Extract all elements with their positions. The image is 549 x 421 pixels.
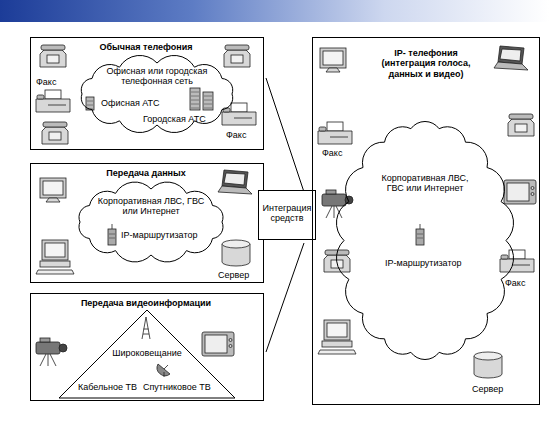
phone-icon	[508, 114, 534, 136]
tv-icon	[202, 332, 234, 356]
server-icon	[474, 352, 502, 378]
phone-icon	[40, 45, 66, 67]
group-box: Передача данныхКорпоративная ЛВС, ГВС ил…	[30, 163, 264, 283]
node-text: Кабельное ТВ	[78, 382, 144, 392]
router-icon	[416, 224, 424, 245]
broadcast-tower-icon	[142, 317, 150, 339]
node-text: Корпоративная ЛВС, ГВС или Интернет	[97, 196, 205, 217]
node-text: IP-маршрутизатор	[385, 258, 481, 268]
laptop-icon	[494, 46, 528, 70]
node-text: Корпоративная ЛВС, ГВС или Интернет	[373, 173, 477, 194]
pc-icon	[36, 240, 74, 274]
cloud-outline	[335, 118, 515, 363]
phone-icon	[42, 122, 68, 144]
pbx-cabinet-icon	[203, 92, 213, 110]
network-cloud: Корпоративная ЛВС, ГВС или ИнтернетIP-ма…	[71, 180, 231, 264]
node-text: Офисная или городская телефонная сеть	[101, 66, 213, 87]
integration-box: Интеграция средств	[258, 190, 316, 240]
fax-icon	[500, 250, 534, 272]
device-label: Сервер	[218, 270, 249, 280]
cloud-outline	[71, 180, 231, 264]
fax-icon	[36, 90, 70, 112]
node-text: Интеграция средств	[261, 203, 313, 224]
phone-icon	[224, 45, 250, 67]
group-box: IP- телефония (интеграция голоса, данных…	[312, 37, 540, 405]
monitor-icon	[40, 178, 66, 202]
network-cloud: Офисная или городская телефонная сетьОфи…	[73, 54, 241, 134]
node-text: Широковещание	[107, 348, 187, 358]
video-camera-icon	[36, 338, 67, 366]
server-icon	[222, 240, 250, 266]
device-label: Сервер	[472, 384, 503, 394]
device-label: Факс	[322, 148, 342, 158]
node-text: Городская АТС	[143, 114, 223, 124]
group-heading: Передача видеоинформации	[31, 298, 261, 308]
group-heading: Обычная телефония	[31, 42, 261, 52]
network-cloud: Корпоративная ЛВС, ГВС или ИнтернетIP-ма…	[335, 118, 515, 363]
pbx-cabinet-icon	[190, 88, 200, 110]
broadcast-triangle: ШироковещаниеКабельное ТВСпутниковое ТВ	[59, 310, 235, 398]
device-label: Факс	[505, 278, 525, 288]
device-label: Факс	[226, 130, 246, 140]
satellite-dish-icon	[157, 364, 170, 377]
node-text: Офисная АТС	[101, 98, 171, 108]
header-bar	[0, 0, 549, 22]
fax-icon	[318, 122, 352, 144]
video-camera-icon	[322, 190, 353, 218]
node-text: Спутниковое ТВ	[143, 382, 217, 392]
fax-icon	[222, 103, 256, 125]
device-label: Факс	[36, 77, 56, 87]
group-box: Передача видеоинформацииШироковещаниеКаб…	[30, 293, 264, 401]
router-icon	[108, 224, 116, 245]
group-heading: IP- телефония (интеграция голоса, данных…	[367, 48, 485, 79]
monitor-icon	[320, 48, 346, 72]
tv-icon	[504, 180, 536, 204]
group-heading: Передача данных	[31, 168, 261, 178]
node-text: IP-маршрутизатор	[121, 230, 217, 240]
pc-icon	[318, 320, 356, 354]
laptop-icon	[218, 170, 252, 194]
